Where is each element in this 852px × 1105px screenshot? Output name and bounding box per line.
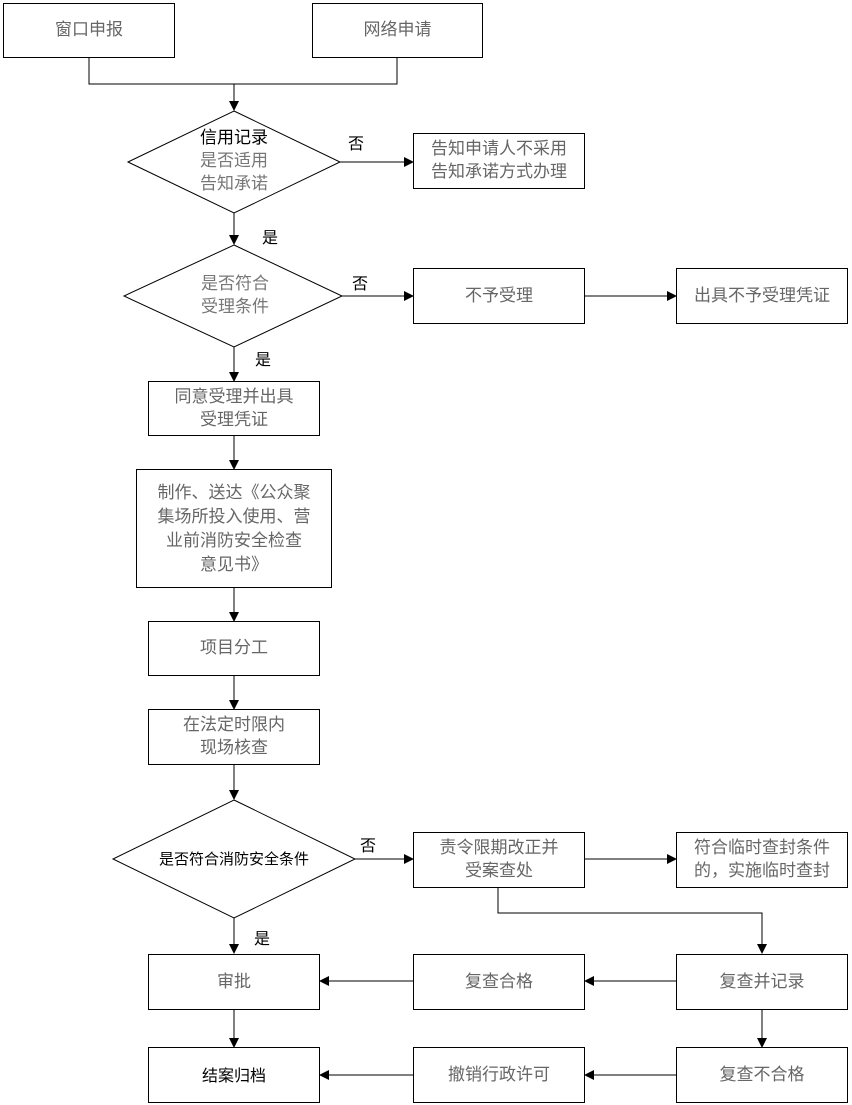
- credit-check-text: 信用记录 是否适用 告知承诺: [160, 125, 308, 197]
- node-label: 网络申请: [363, 20, 432, 40]
- node-label: 是否符合: [201, 274, 269, 294]
- node-notify-no-commitment: 告知申请人不采用 告知承诺方式办理: [413, 133, 585, 189]
- node-label: 是否适用: [200, 150, 268, 171]
- node-reject: 不予受理: [413, 268, 585, 324]
- node-onsite-check: 在法定时限内 现场核查: [148, 709, 320, 765]
- node-label: 在法定时限内: [183, 715, 285, 735]
- label-yes-acceptance: 是: [255, 350, 272, 369]
- node-label: 受案查处: [465, 861, 533, 881]
- node-label: 是否符合消防安全条件: [158, 849, 309, 868]
- node-label: 集场所投入使用、营: [157, 506, 311, 527]
- node-label: 复查并记录: [719, 971, 805, 992]
- node-label: 责令限期改正并: [439, 838, 559, 858]
- node-label: 同意受理并出具: [174, 386, 294, 407]
- node-label: 受理凭证: [200, 409, 268, 430]
- node-assign-tasks: 项目分工: [148, 621, 320, 676]
- label-no-acceptance: 否: [352, 274, 369, 293]
- node-label: 项目分工: [200, 638, 268, 658]
- label-yes-credit: 是: [262, 228, 279, 247]
- acceptance-check-text: 是否符合 受理条件: [170, 270, 300, 322]
- node-label: 的，实施临时查封: [694, 861, 830, 881]
- connector-correction-to-recheck: [497, 887, 767, 954]
- node-temp-seal: 符合临时查封条件 的，实施临时查封: [676, 832, 848, 888]
- node-label: 受理条件: [201, 297, 269, 317]
- node-label: 业前消防安全检查: [166, 530, 302, 551]
- node-label: 不予受理: [465, 285, 533, 306]
- node-label: 信用记录: [200, 127, 268, 148]
- node-label: 告知申请人不采用: [431, 139, 567, 159]
- node-accept-issue-cert: 同意受理并出具 受理凭证: [148, 381, 320, 436]
- node-label: 制作、送达《公众聚: [157, 482, 311, 503]
- node-recheck-record: 复查并记录: [676, 954, 848, 1010]
- node-label: 出具不予受理凭证: [694, 285, 830, 306]
- node-label: 告知承诺方式办理: [431, 162, 567, 182]
- node-recheck-pass: 复查合格: [413, 954, 585, 1010]
- node-approve: 审批: [148, 954, 320, 1010]
- node-archive: 结案归档: [148, 1047, 320, 1103]
- node-label: 符合临时查封条件: [694, 838, 830, 858]
- node-label: 意见书》: [200, 554, 268, 575]
- fire-safety-text: 是否符合消防安全条件: [128, 845, 340, 873]
- node-label: 结案归档: [201, 1065, 266, 1085]
- node-order-correction: 责令限期改正并 受案查处: [413, 832, 585, 888]
- label-no-credit: 否: [348, 134, 365, 153]
- node-label: 窗口申报: [55, 20, 123, 40]
- connector-window-merge: [88, 57, 398, 85]
- node-online-apply: 网络申请: [312, 3, 483, 58]
- node-window-submit: 窗口申报: [3, 3, 175, 58]
- node-label: 复查不合格: [719, 1064, 805, 1085]
- node-revoke-permit: 撤销行政许可: [413, 1047, 585, 1103]
- node-label: 审批: [217, 971, 251, 992]
- node-label: 告知承诺: [200, 173, 268, 194]
- node-label: 现场核查: [200, 738, 268, 758]
- label-no-fire: 否: [360, 836, 377, 855]
- node-label: 复查合格: [465, 971, 533, 992]
- node-label: 撤销行政许可: [448, 1064, 550, 1085]
- node-issue-reject-cert: 出具不予受理凭证: [676, 268, 848, 324]
- label-yes-fire: 是: [254, 929, 271, 948]
- node-recheck-fail: 复查不合格: [676, 1047, 848, 1103]
- node-deliver-opinion: 制作、送达《公众聚 集场所投入使用、营 业前消防安全检查 意见书》: [136, 469, 332, 588]
